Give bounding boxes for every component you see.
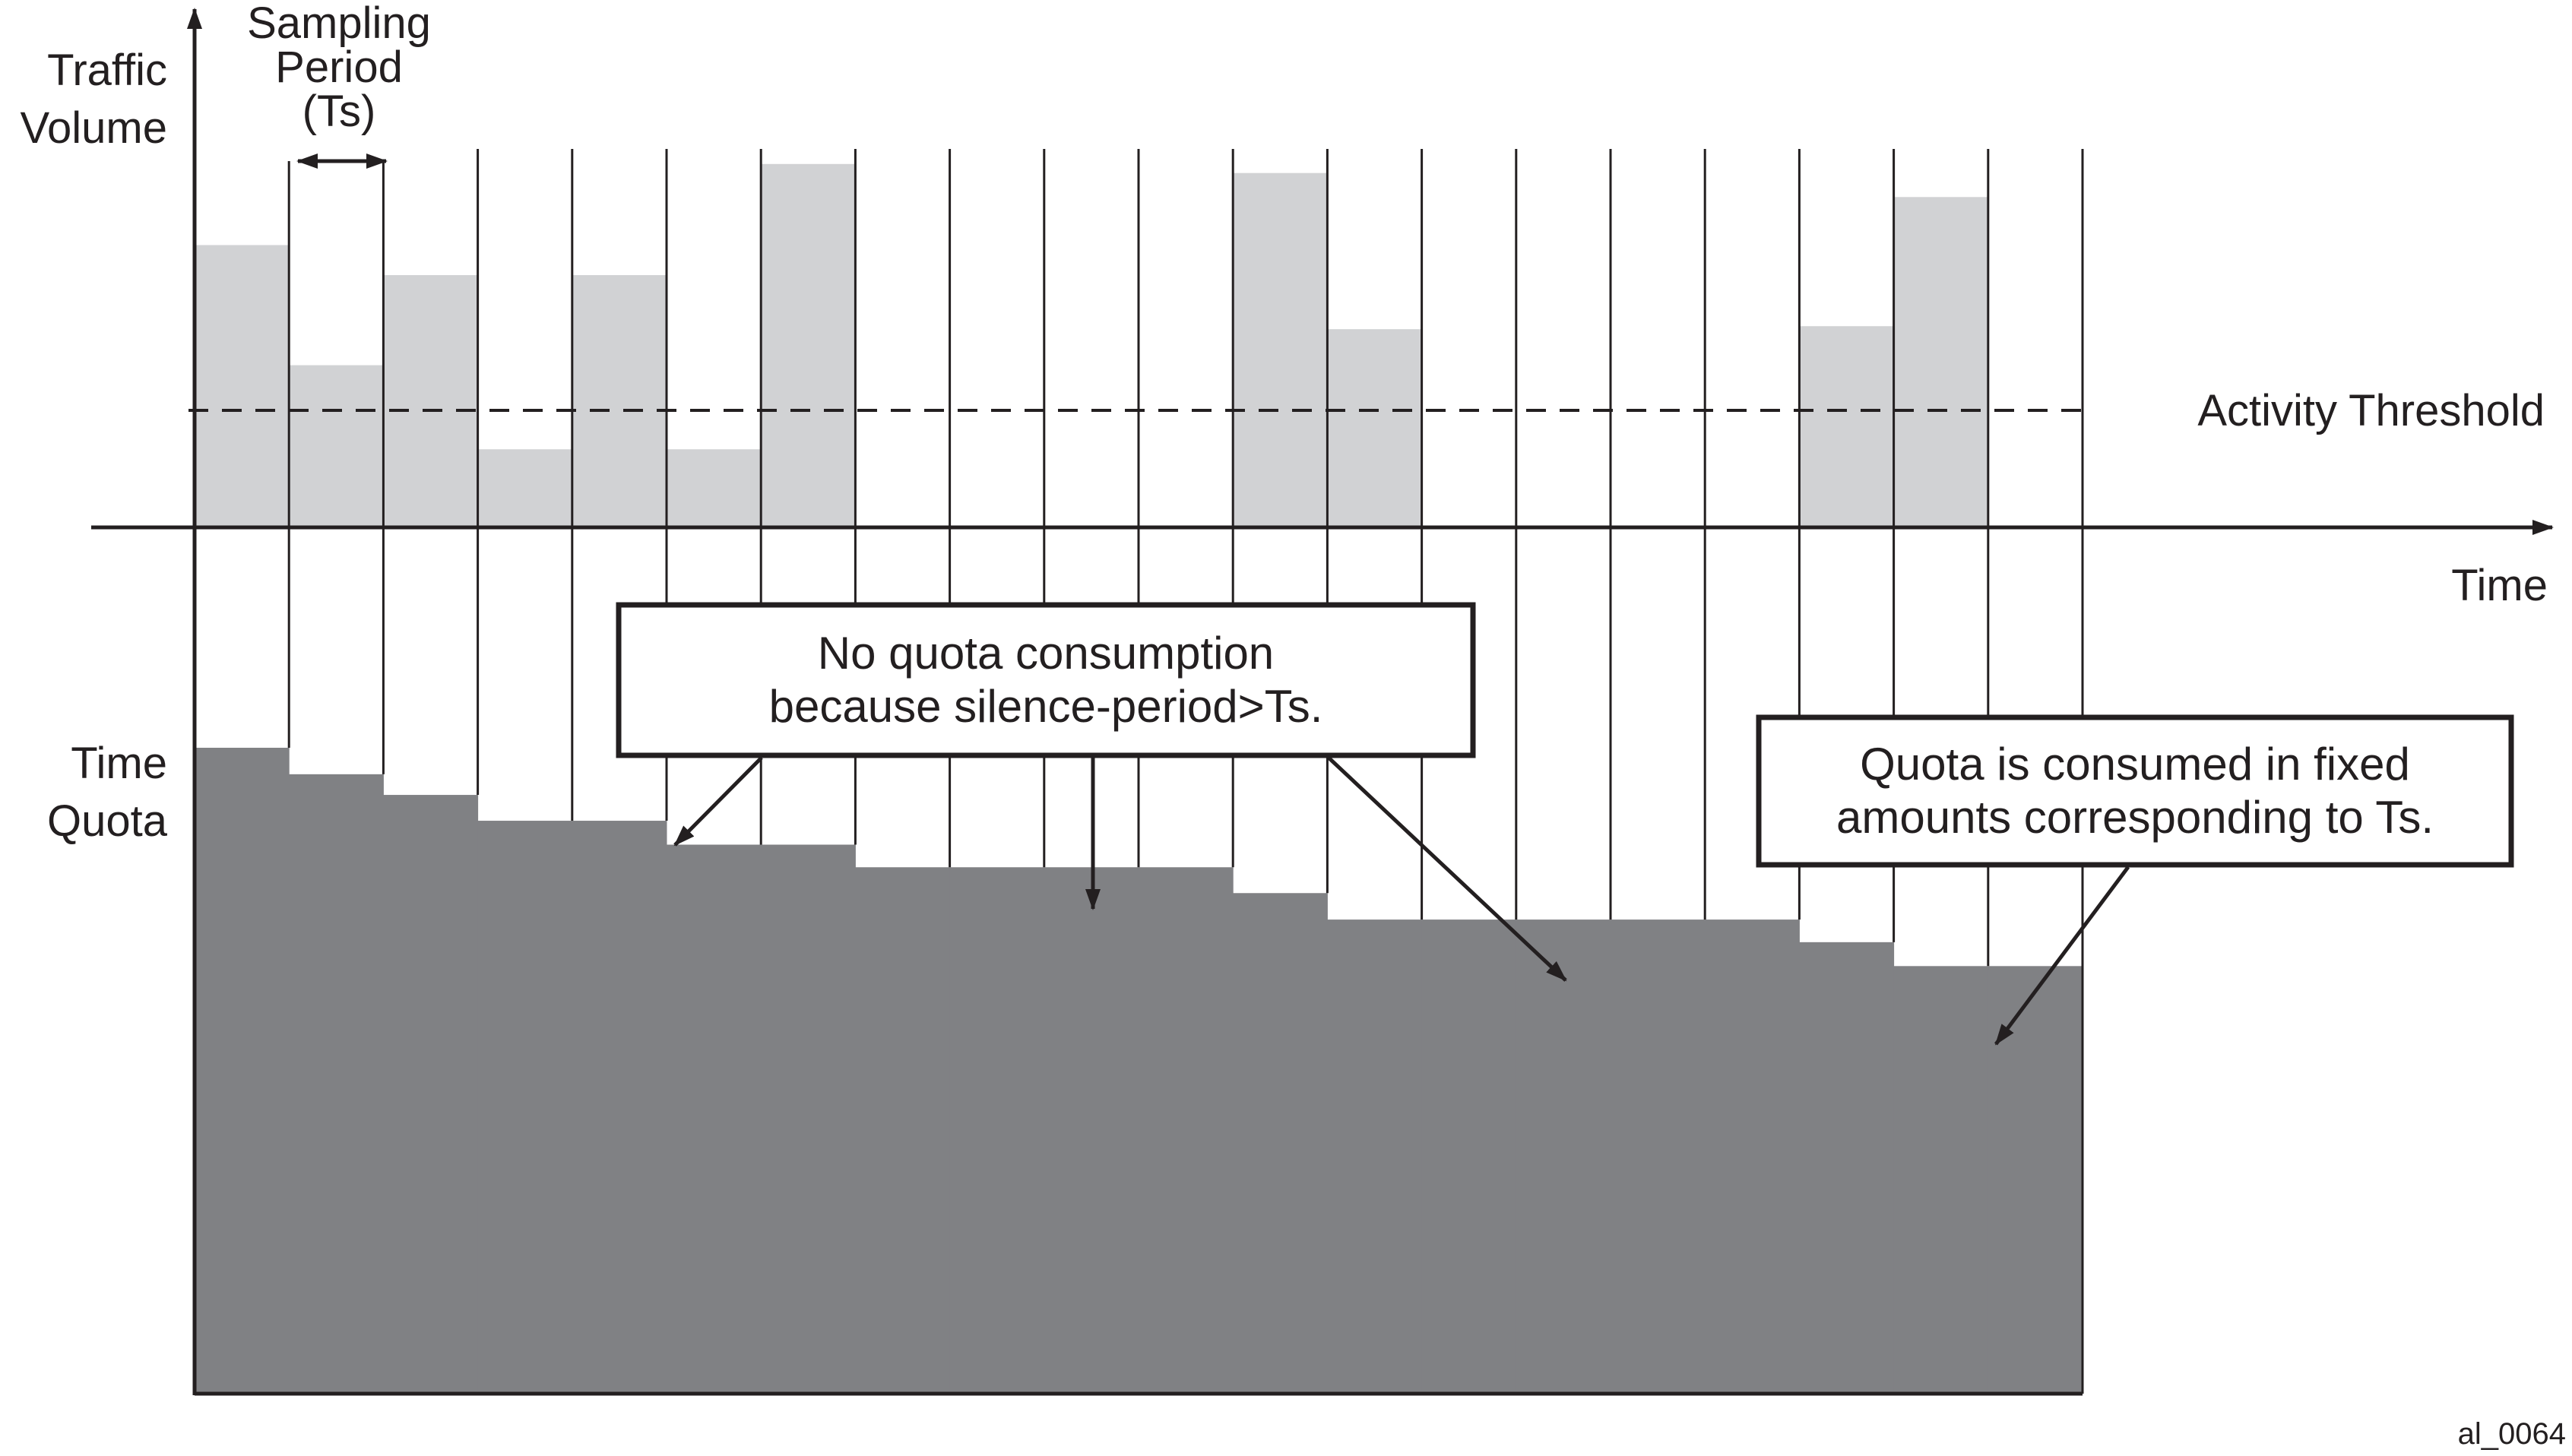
traffic-bar: [761, 163, 856, 528]
traffic-bar: [1893, 197, 1989, 527]
quota-bar: [1705, 919, 1800, 1394]
callout-no-consumption-line-1: No quota consumption: [818, 628, 1274, 679]
quota-bar: [572, 821, 667, 1394]
x-label-time: Time: [2451, 561, 2548, 610]
time-quota-area: [195, 748, 2083, 1394]
callout-arrow-left: [673, 756, 763, 847]
quota-bar: [667, 844, 762, 1394]
quota-bar: [383, 795, 479, 1394]
threshold-label: Activity Threshold: [2197, 386, 2545, 435]
callout-no-consumption-box: [616, 602, 1476, 758]
quota-bar: [1611, 919, 1706, 1394]
quota-bar: [761, 844, 856, 1394]
y-label-traffic-2: Volume: [21, 103, 167, 153]
traffic-bar: [477, 449, 573, 527]
quota-bar: [1044, 867, 1139, 1394]
traffic-bar: [289, 365, 384, 527]
sampling-label-3: (Ts): [302, 87, 376, 136]
callout-arrow-right: [1327, 756, 1567, 982]
traffic-bar: [195, 245, 290, 527]
figure-id: al_0064: [2458, 1417, 2566, 1451]
traffic-bar: [1799, 326, 1895, 527]
traffic-bar: [667, 449, 762, 527]
traffic-bar: [383, 275, 479, 527]
quota-bar: [1421, 919, 1517, 1394]
traffic-bar: [1233, 173, 1328, 527]
quota-bar: [289, 774, 384, 1394]
quota-bar: [1893, 966, 1989, 1394]
callout-fixed-amounts-line-1: Quota is consumed in fixed: [1860, 739, 2410, 790]
quota-bar: [1988, 966, 2083, 1394]
quota-bar: [1799, 942, 1895, 1394]
callout-no-consumption-line-2: because silence-period>Ts.: [769, 681, 1323, 732]
sampling-label-2: Period: [275, 43, 403, 92]
quota-bar: [1516, 919, 1611, 1394]
callout-fixed-amounts-line-2: amounts corresponding to Ts.: [1836, 792, 2434, 843]
callout-fixed-amounts-box: [1756, 714, 2514, 868]
y-label-quota-2: Quota: [47, 796, 168, 846]
quota-bar: [1233, 893, 1328, 1394]
quota-bar: [195, 748, 290, 1394]
y-label-quota-1: Time: [71, 739, 167, 788]
traffic-bar: [572, 275, 667, 527]
traffic-volume-bars: [195, 163, 1989, 528]
quota-bar: [1327, 919, 1423, 1394]
traffic-bar: [1327, 329, 1423, 527]
quota-bar: [949, 867, 1045, 1394]
callout-fixed-amounts-arrow: [1994, 866, 2130, 1046]
quota-bar: [855, 867, 951, 1394]
y-label-traffic-1: Traffic: [47, 46, 167, 95]
sampling-label-1: Sampling: [247, 0, 431, 48]
quota-bar: [477, 821, 573, 1394]
quota-bar: [1139, 867, 1234, 1394]
